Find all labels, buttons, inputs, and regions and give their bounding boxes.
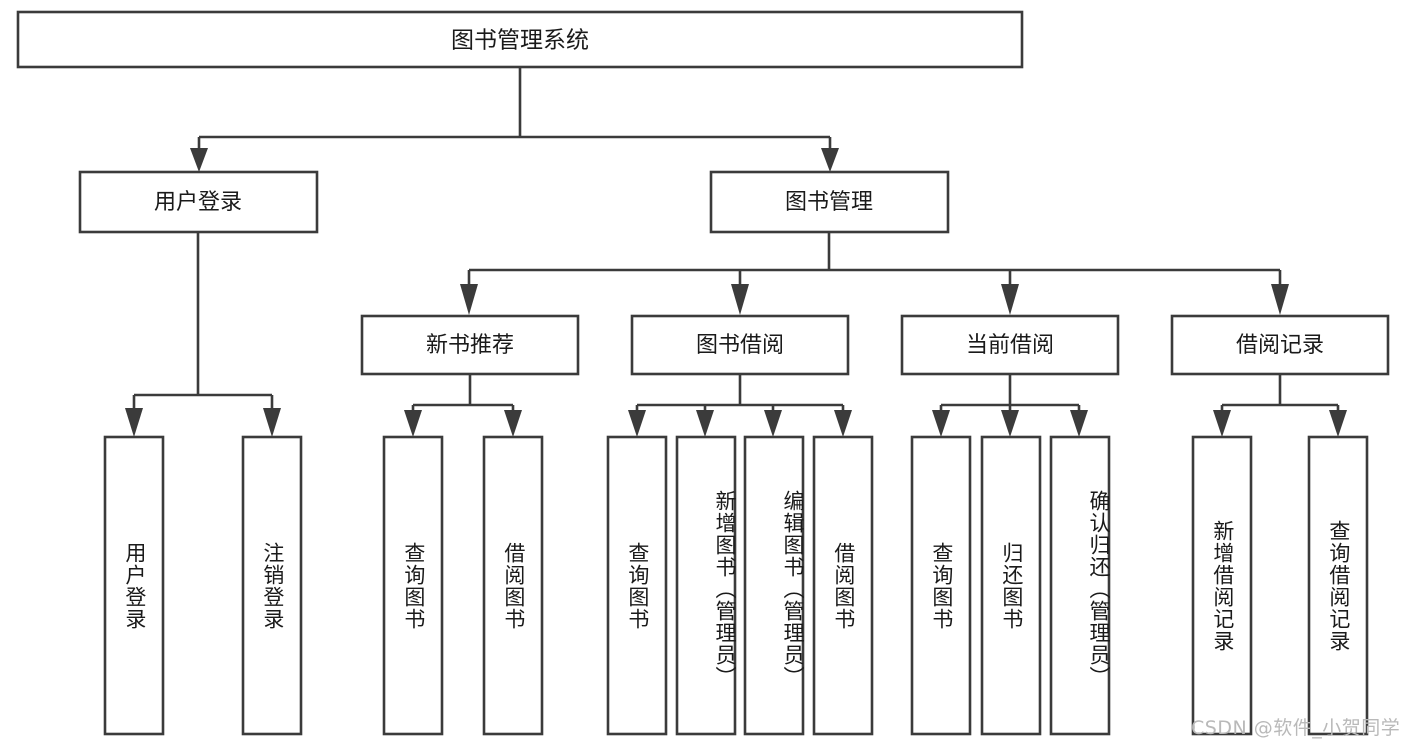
node-leaf-query-book-3-box[interactable] [910,435,972,736]
arrow-head-book-borrow [731,284,749,315]
node-book-manage[interactable]: 图书管理 [709,170,950,234]
node-leaf-borrow-book-2-box[interactable] [812,435,874,736]
node-book-borrow-box[interactable] [630,314,850,376]
node-book-borrow-label: 图书借阅 [696,333,784,358]
node-current-borrow[interactable]: 当前借阅 [900,314,1120,376]
arrow-head-leaf-confirm-return [1070,410,1088,437]
node-book-manage-box[interactable] [709,170,950,234]
node-leaf-user-login-box[interactable] [103,435,165,736]
arrow-head-leaf-user-login [125,408,143,437]
node-borrow-record-box[interactable] [1170,314,1390,376]
node-book-manage-label: 图书管理 [785,190,873,215]
node-user-login[interactable]: 用户登录 [78,170,319,234]
arrow-head-new-book [460,284,478,315]
arrow-head-leaf-add-record [1213,410,1231,437]
node-current-borrow-box[interactable] [900,314,1120,376]
arrow-head-leaf-add-book [696,410,714,437]
node-leaf-confirm-return-box[interactable] [1049,435,1111,736]
node-leaf-add-book-box[interactable] [675,435,737,736]
arrow-head-leaf-borrow-book-2 [834,410,852,437]
node-root[interactable]: 图书管理系统 [16,10,1024,69]
arrow-head-leaf-return-book [1001,410,1019,437]
node-book-borrow[interactable]: 图书借阅 [630,314,850,376]
node-root-label: 图书管理系统 [451,28,589,54]
node-new-book-recommend-box[interactable] [360,314,580,376]
node-leaf-add-record-box[interactable] [1191,435,1253,736]
node-borrow-record-label: 借阅记录 [1236,333,1324,358]
arrow-head-book-manage [821,148,839,172]
arrow-head-borrow-record [1271,284,1289,315]
node-leaf-return-book-box[interactable] [980,435,1042,736]
arrow-head-current-borrow [1001,284,1019,315]
arrow-head-leaf-query-book-1 [404,410,422,437]
node-leaf-query-book-1-box[interactable] [382,435,444,736]
node-leaf-logout-login-box[interactable] [241,435,303,736]
csdn-watermark: CSDN @软件_小贺同学 [1191,717,1401,739]
node-user-login-label: 用户登录 [154,190,242,215]
arrow-head-leaf-query-book-2 [628,410,646,437]
node-leaf-query-book-2-box[interactable] [606,435,668,736]
arrow-head-leaf-edit-book [764,410,782,437]
node-leaf-edit-book-box[interactable] [743,435,805,736]
node-new-book-recommend-label: 新书推荐 [426,333,514,358]
node-new-book-recommend[interactable]: 新书推荐 [360,314,580,376]
arrow-head-leaf-borrow-book-1 [504,410,522,437]
arrow-head-leaf-logout [263,408,281,437]
arrow-head-leaf-query-book-3 [932,410,950,437]
arrow-head-user-login [190,148,208,172]
node-current-borrow-label: 当前借阅 [966,333,1054,358]
arrow-head-leaf-query-record [1329,410,1347,437]
node-leaf-borrow-book-1-box[interactable] [482,435,544,736]
node-leaf-query-record-box[interactable] [1307,435,1369,736]
node-borrow-record[interactable]: 借阅记录 [1170,314,1390,376]
node-root-box[interactable] [16,10,1024,69]
